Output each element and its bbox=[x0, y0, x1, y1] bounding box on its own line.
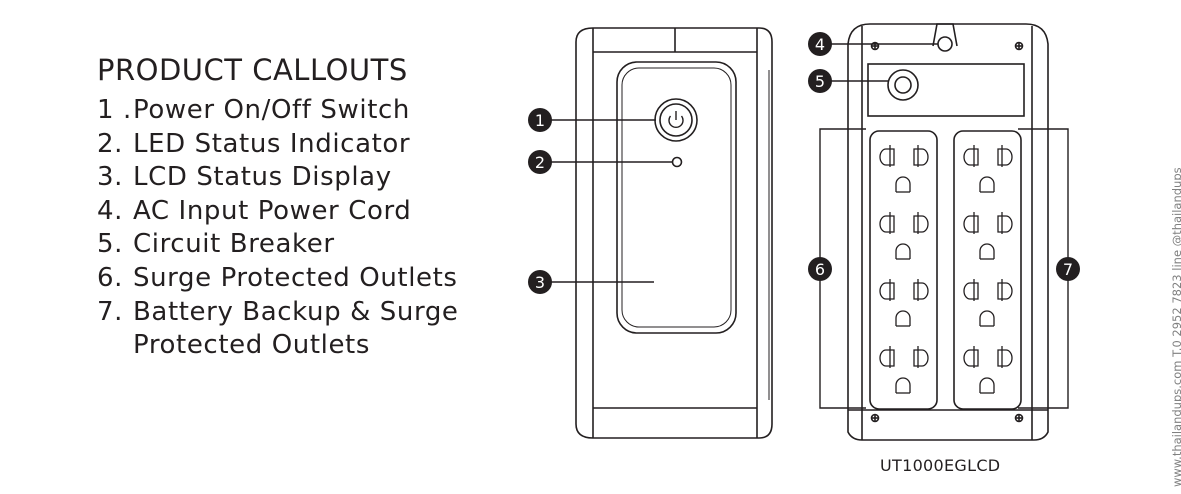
ups-front-view bbox=[575, 27, 773, 439]
screw-icon bbox=[870, 413, 880, 423]
callout-label: AC Input Power Cord bbox=[133, 195, 412, 226]
marker-4-label: 4 bbox=[815, 35, 825, 54]
callout-markers: 1 2 3 4 5 6 7 bbox=[528, 32, 1080, 294]
marker-5-label: 5 bbox=[815, 72, 825, 91]
callout-item: 4. AC Input Power Cord bbox=[97, 195, 459, 229]
callout-number: 7. bbox=[97, 296, 124, 327]
callout-item: 5. Circuit Breaker bbox=[97, 228, 459, 262]
callout-number: 5. bbox=[97, 229, 124, 260]
callout-label: Circuit Breaker bbox=[133, 229, 335, 260]
callout-number: 1 . bbox=[97, 95, 132, 125]
circuit-breaker bbox=[887, 69, 919, 101]
callouts-title: PRODUCT CALLOUTS bbox=[97, 53, 408, 87]
power-button bbox=[654, 98, 698, 142]
outlet-icon bbox=[879, 346, 929, 394]
marker-1: 1 bbox=[528, 108, 552, 132]
callout-label: Power On/Off Switch bbox=[133, 95, 410, 125]
model-number: UT1000EGLCD bbox=[880, 456, 1001, 475]
marker-3-label: 3 bbox=[535, 273, 545, 292]
outlet-icon bbox=[963, 346, 1013, 394]
marker-6: 6 bbox=[808, 257, 832, 281]
outlet-icon bbox=[879, 279, 929, 327]
outlet-icon bbox=[963, 212, 1013, 260]
callout-label: Battery Backup & Surge Protected Outlets bbox=[133, 296, 459, 361]
marker-1-label: 1 bbox=[535, 111, 545, 130]
led-indicator bbox=[671, 156, 683, 168]
marker-7: 7 bbox=[1056, 257, 1080, 281]
product-callouts: PRODUCT CALLOUTS 1 . Power On/Off Switch… bbox=[97, 52, 459, 363]
callout-number: 4. bbox=[97, 195, 124, 226]
callout-item: 6. Surge Protected Outlets bbox=[97, 262, 459, 296]
marker-3: 3 bbox=[528, 270, 552, 294]
screw-icon bbox=[1014, 413, 1024, 423]
outlet-icon bbox=[879, 212, 929, 260]
marker-2: 2 bbox=[528, 150, 552, 174]
surge-outlet-panel bbox=[869, 130, 938, 410]
callout-number: 6. bbox=[97, 262, 124, 293]
battery-outlet-panel bbox=[953, 130, 1022, 410]
callout-item: 3. LCD Status Display bbox=[97, 161, 459, 195]
ups-rear-view bbox=[847, 23, 1049, 441]
screw-icon bbox=[1014, 41, 1024, 51]
marker-7-label: 7 bbox=[1063, 260, 1073, 279]
outlet-icon bbox=[963, 145, 1013, 193]
marker-4: 4 bbox=[808, 32, 832, 56]
callout-number: 3. bbox=[97, 162, 124, 193]
marker-5: 5 bbox=[808, 69, 832, 93]
ac-input-cord bbox=[932, 23, 958, 52]
callout-label: LED Status Indicator bbox=[133, 128, 411, 159]
outlet-icon bbox=[963, 279, 1013, 327]
callout-label: Surge Protected Outlets bbox=[133, 262, 458, 293]
callout-item: 1 . Power On/Off Switch bbox=[97, 94, 459, 128]
callout-leaders bbox=[550, 43, 1069, 409]
callout-item: 7. Battery Backup & Surge Protected Outl… bbox=[97, 296, 459, 363]
marker-2-label: 2 bbox=[535, 153, 545, 172]
callouts-list: 1 . Power On/Off Switch 2. LED Status In… bbox=[97, 94, 459, 363]
watermark-contact: www.thailandups.com T.0 2952 7823 line @… bbox=[1170, 167, 1181, 487]
callout-number: 2. bbox=[97, 128, 124, 159]
marker-6-label: 6 bbox=[815, 260, 825, 279]
callout-label: LCD Status Display bbox=[133, 162, 392, 193]
callout-item: 2. LED Status Indicator bbox=[97, 128, 459, 162]
outlet-icon bbox=[879, 145, 929, 193]
